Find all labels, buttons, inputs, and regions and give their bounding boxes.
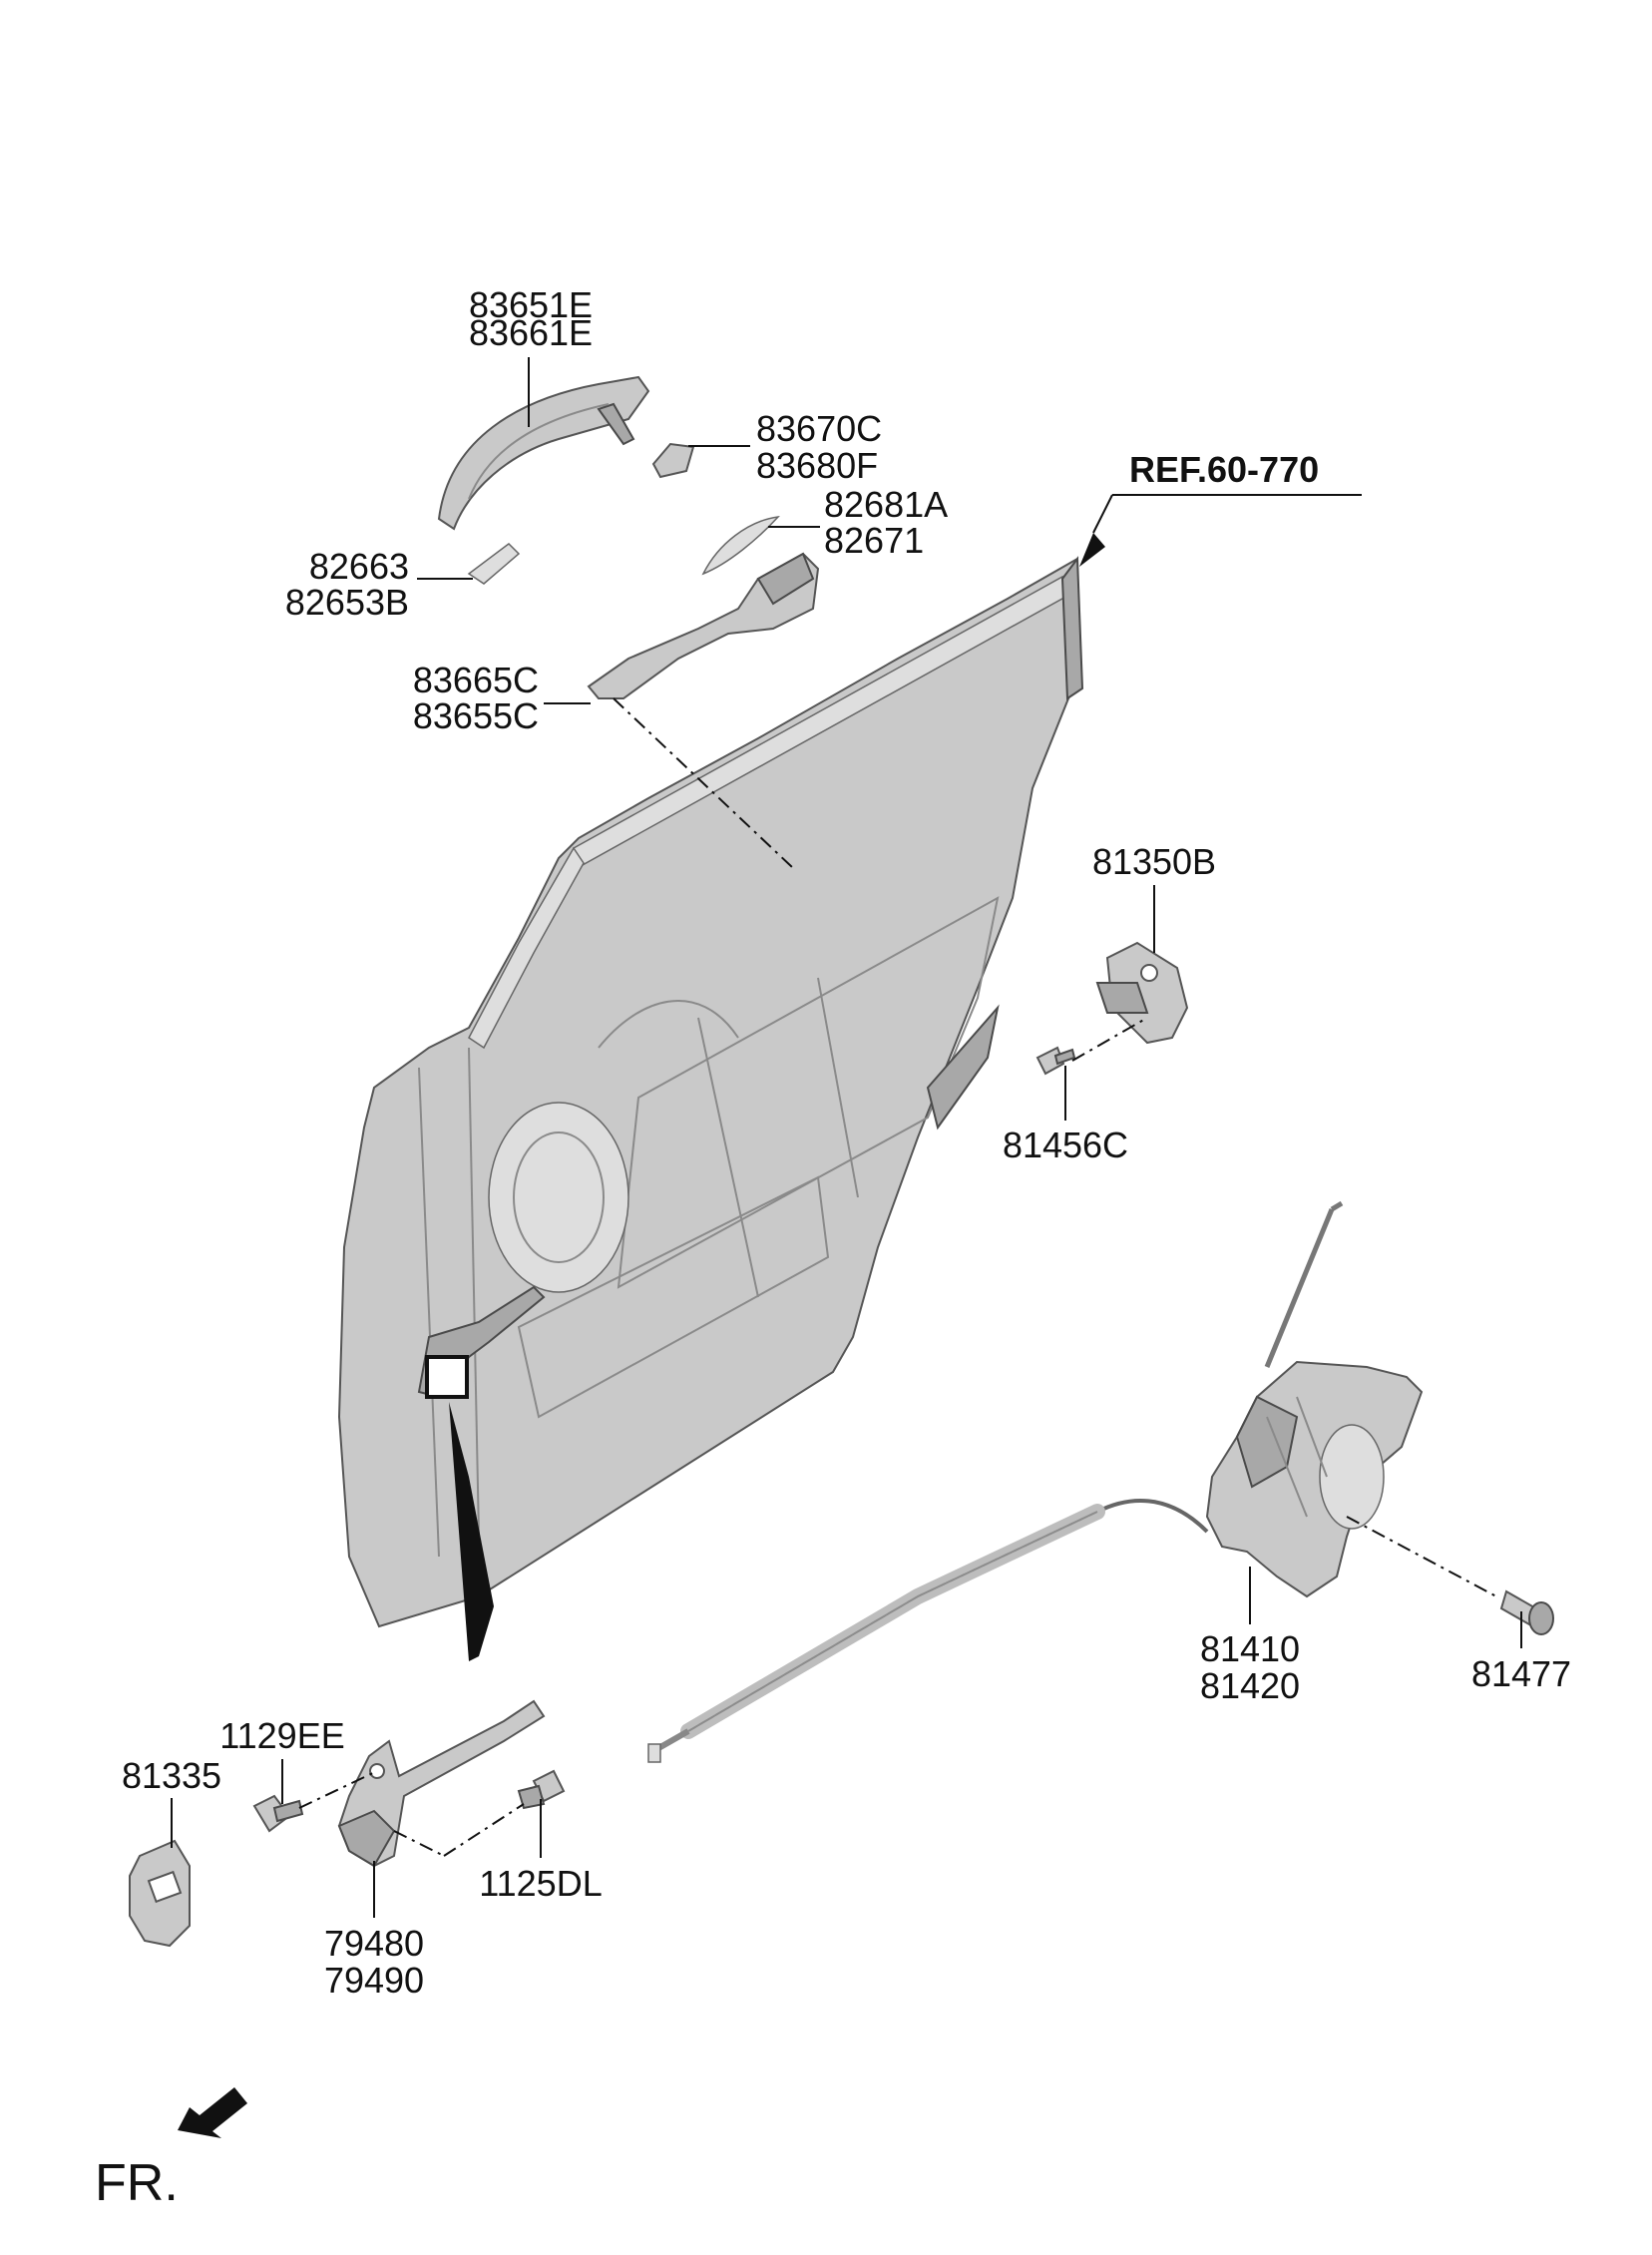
door-latch (1205, 1200, 1424, 1598)
checker-screw (517, 1769, 566, 1810)
dashed-assembly-lines (298, 697, 1497, 1857)
handle-pad-rear (701, 515, 780, 576)
latch-cable (647, 1498, 1209, 1763)
callout-81350B: 81350B (1092, 841, 1216, 882)
callout-83670C: 83670C (756, 408, 882, 449)
handle-cap (651, 442, 695, 479)
callout-81420: 81420 (1200, 1665, 1300, 1706)
reference-label: REF.60-770 (1129, 449, 1319, 490)
latch-screw (1499, 1589, 1554, 1635)
rear-door-panel (337, 556, 1084, 1628)
front-label: FR. (95, 2154, 179, 2212)
leader-lines (171, 357, 1522, 1918)
door-checker-mount (417, 1285, 546, 1661)
callout-83651E: 83651E (469, 284, 593, 325)
handle-bracket (587, 552, 820, 699)
callout-81410: 81410 (1200, 1628, 1300, 1669)
front-arrow-icon (178, 2087, 247, 2138)
door-checker (337, 1699, 546, 1868)
front-direction-indicator: FR. (95, 2087, 247, 2212)
callout-82663: 82663 (309, 546, 409, 587)
callout-labels: 83651E 83661E 83670C 83680F 82681A 82671… (122, 284, 1571, 2001)
callout-79490: 79490 (324, 1960, 424, 2001)
callout-82681A: 82681A (824, 484, 948, 525)
callout-79480: 79480 (324, 1923, 424, 1964)
checker-cover (129, 1839, 191, 1948)
callout-81477: 81477 (1471, 1653, 1571, 1694)
callout-83680F: 83680F (756, 445, 878, 486)
callout-1125DL: 1125DL (479, 1863, 602, 1904)
striker-screw (1035, 1046, 1076, 1076)
striker (1095, 941, 1189, 1045)
checker-bolt (252, 1794, 304, 1833)
callout-81335: 81335 (122, 1755, 221, 1796)
callout-81456C: 81456C (1003, 1125, 1128, 1165)
callout-82653B: 82653B (285, 582, 409, 623)
handle-pad-front (467, 543, 521, 585)
callout-83665C: 83665C (413, 660, 539, 700)
outside-door-handle (437, 375, 650, 531)
callout-82671: 82671 (824, 520, 924, 561)
callout-1129EE: 1129EE (219, 1715, 344, 1756)
callout-83661E: 83661E (469, 312, 593, 353)
callout-83655C: 83655C (413, 695, 539, 736)
